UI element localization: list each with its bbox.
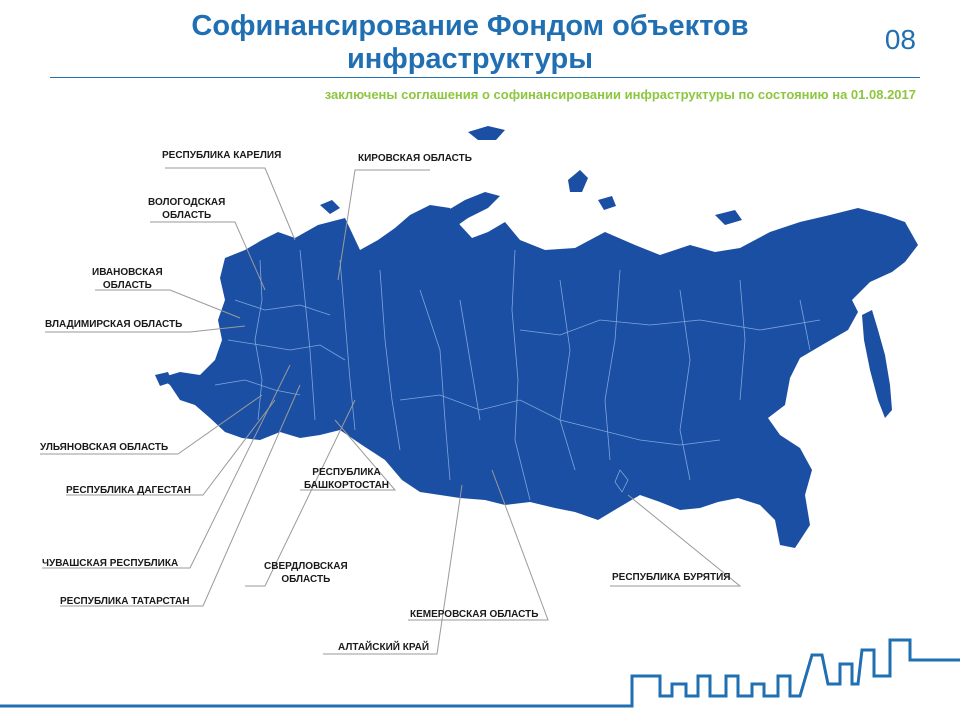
page-number: 08 xyxy=(884,24,916,55)
leader-bashkortostan xyxy=(300,419,397,491)
label-dagestan: РЕСПУБЛИКА ДАГЕСТАН xyxy=(66,485,191,496)
leader-altai xyxy=(323,484,463,655)
leader-dagestan xyxy=(66,399,276,496)
label-karelia: РЕСПУБЛИКА КАРЕЛИЯ xyxy=(162,150,282,161)
label-tatarstan: РЕСПУБЛИКА ТАТАРСТАН xyxy=(60,596,190,607)
leader-tatarstan xyxy=(60,384,301,607)
leader-vladimir xyxy=(45,325,246,333)
label-vladimir: ВЛАДИМИРСКАЯ ОБЛАСТЬ xyxy=(45,319,183,330)
leader-kemerovo xyxy=(408,469,549,621)
leader-kirov xyxy=(337,169,430,281)
label-kirov: КИРОВСКАЯ ОБЛАСТЬ xyxy=(358,153,472,164)
leader-vologda xyxy=(150,221,266,291)
subtitle: заключены соглашения о софинансировании … xyxy=(324,87,916,102)
label-ulyanovsk: УЛЬЯНОВСКАЯ ОБЛАСТЬ xyxy=(40,442,169,453)
label-altai: АЛТАЙСКИЙ КРАЙ xyxy=(338,642,430,653)
leader-ulyanovsk xyxy=(40,394,263,455)
header-divider xyxy=(50,77,920,78)
title-line-2: инфраструктуры xyxy=(346,43,594,75)
map-landmass xyxy=(155,126,918,548)
label-kemerovo: КЕМЕРОВСКАЯ ОБЛАСТЬ xyxy=(410,609,539,620)
leader-sverdlovsk xyxy=(245,399,356,587)
leader-karelia xyxy=(165,167,296,241)
leader-ivanovo xyxy=(95,289,241,319)
label-chuvashia: ЧУВАШСКАЯ РЕСПУБЛИКА xyxy=(42,558,179,569)
leader-buryatia xyxy=(610,494,742,587)
page-title: Софинансирование Фондом объектов инфраст… xyxy=(110,10,830,76)
leader-chuvashia xyxy=(42,364,291,569)
label-buryatia: РЕСПУБЛИКА БУРЯТИЯ xyxy=(612,572,731,583)
title-line-1: Софинансирование Фондом объектов xyxy=(191,10,749,42)
region-borders xyxy=(214,249,821,501)
